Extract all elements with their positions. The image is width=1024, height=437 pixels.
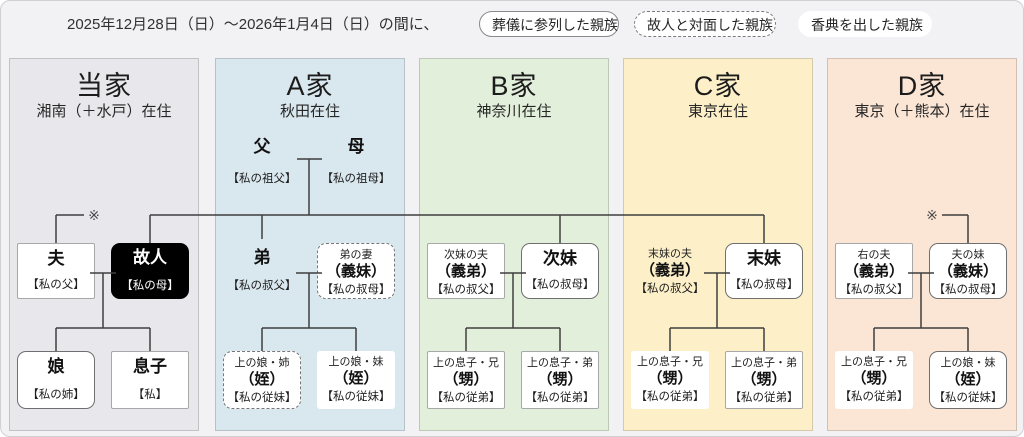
person-relation-label: 【私の叔母】 — [933, 283, 1003, 296]
person-a-parent-right: 母 — [347, 137, 365, 156]
legend-chip-gave-kouden: 香典を出した親族 — [798, 11, 932, 37]
person-name: 夫 — [47, 249, 65, 268]
person-a-parent-left: 父 — [253, 137, 271, 156]
person-relation-label: 【私の従妹】 — [227, 391, 297, 404]
continuation-marker-d: ※ — [926, 207, 938, 223]
family-residence: 湘南（＋水戸）在住 — [36, 103, 172, 120]
family-residence: 東京在住 — [687, 103, 748, 120]
person-name: 息子 — [133, 357, 167, 376]
person-b-couple-left: 次妹の夫（義弟） 【私の叔父】 — [427, 243, 505, 299]
person-relation-label: 【私の従妹】 — [321, 390, 391, 403]
person-relation-label: 【私の叔母】 — [729, 279, 799, 291]
family-residence: 東京（＋熊本）在住 — [854, 103, 990, 120]
person-name: （義弟） — [639, 261, 700, 279]
person-name: 上の娘・妹 — [940, 357, 996, 369]
person-c-child-2: 上の息子・弟（甥） 【私の従弟】 — [725, 351, 803, 409]
person-c-couple-right: 末妹【私の叔母】 — [725, 243, 803, 299]
person-name: （姪） — [945, 370, 991, 388]
person-touke-couple-right: 故人【私の母】 — [111, 243, 189, 299]
legend-chip-met-deceased: 故人と対面した親族 — [634, 11, 776, 37]
person-name: 上の息子・兄 — [841, 356, 907, 368]
person-relation-label: 【私】 — [132, 389, 168, 401]
person-a-child-1: 上の娘・姉（姪） 【私の従妹】 — [223, 351, 301, 409]
person-relation-label: 【私の姉】 — [27, 389, 85, 401]
person-name: （甥） — [647, 369, 693, 387]
person-name: 右の夫 — [857, 249, 891, 261]
person-name: 末妹 — [747, 249, 781, 268]
person-d-couple-right: 夫の妹（義妹） 【私の叔母】 — [929, 243, 1007, 299]
person-name: （姪） — [239, 370, 285, 388]
person-name: 末妹の夫 — [648, 248, 692, 260]
person-relation-label: 【私の叔父】 — [431, 283, 501, 296]
person-name: 上の息子・弟 — [731, 357, 797, 369]
date-range-text: 2025年12月28日（日）～2026年1月4日（日）の間に、 — [67, 16, 439, 33]
person-name: 上の娘・姉 — [234, 357, 290, 369]
family-residence: 神奈川在住 — [476, 103, 552, 120]
person-relation-label: 【私の従弟】 — [839, 390, 909, 403]
person-name: 上の息子・弟 — [527, 357, 593, 369]
legend-chip-attended-funeral: 葬儀に参列した親族 — [479, 11, 619, 37]
person-name: 弟の妻 — [339, 249, 373, 261]
family-name: C家 — [693, 71, 743, 101]
person-name: 夫の妹 — [951, 249, 985, 261]
person-c-couple-left: 末妹の夫（義弟） 【私の叔父】 — [631, 243, 709, 299]
person-name: 次妹の夫 — [444, 249, 488, 261]
person-name: 次妹 — [543, 249, 577, 268]
person-name: 上の息子・兄 — [433, 357, 499, 369]
person-relation-label: 【私の叔母】 — [525, 279, 595, 291]
person-d-child-2: 上の娘・妹（姪） 【私の従妹】 — [929, 351, 1007, 409]
person-relation-label: 【私の従弟】 — [525, 391, 595, 404]
person-relation-label: 【私の母】 — [121, 280, 179, 292]
person-name: 弟 — [253, 248, 271, 267]
person-name: （義妹） — [325, 262, 386, 280]
person-name: 上の息子・兄 — [637, 356, 703, 368]
person-relation-label: 【私の叔父】 — [227, 280, 297, 292]
family-name: D家 — [897, 71, 947, 101]
person-relation-label: 【私の従弟】 — [431, 391, 501, 404]
family-name: A家 — [286, 71, 334, 101]
person-name: 上の娘・妹 — [328, 356, 384, 368]
person-name: （甥） — [741, 370, 787, 388]
person-d-child-1: 上の息子・兄（甥） 【私の従弟】 — [835, 351, 913, 409]
person-b-child-2: 上の息子・弟（甥） 【私の従弟】 — [521, 351, 599, 409]
family-name: 当家 — [76, 71, 132, 101]
person-relation-label: 【私の叔母】 — [321, 283, 391, 296]
person-name: （義妹） — [937, 262, 998, 280]
person-touke-child-1: 娘【私の姉】 — [17, 351, 95, 409]
person-name: （姪） — [333, 369, 379, 387]
person-a-couple-right: 弟の妻（義妹） 【私の叔母】 — [317, 243, 395, 299]
family-residence: 秋田在住 — [279, 103, 340, 120]
person-relation-label: 【私の従弟】 — [635, 390, 705, 403]
person-relation-label: 【私の従妹】 — [933, 391, 1003, 404]
person-relation-label: 【私の叔父】 — [635, 282, 705, 295]
person-relation-label: 【私の祖母】 — [321, 173, 391, 185]
person-relation-label: 【私の父】 — [27, 279, 85, 291]
family-name: B家 — [490, 71, 538, 101]
person-name: 故人 — [133, 248, 167, 267]
person-relation-label: 【私の叔父】 — [839, 283, 909, 296]
person-d-couple-left: 右の夫（義弟） 【私の叔父】 — [835, 243, 913, 299]
person-name: （義弟） — [843, 262, 904, 280]
person-touke-couple-left: 夫【私の父】 — [17, 243, 95, 299]
person-name: （義弟） — [435, 262, 496, 280]
person-name: （甥） — [851, 369, 897, 387]
person-b-couple-right: 次妹【私の叔母】 — [521, 243, 599, 299]
person-c-child-1: 上の息子・兄（甥） 【私の従弟】 — [631, 351, 709, 409]
person-a-couple-left: 弟【私の叔父】 — [223, 243, 301, 299]
person-a-child-2: 上の娘・妹（姪） 【私の従妹】 — [317, 351, 395, 409]
continuation-marker-touke: ※ — [88, 207, 100, 223]
person-b-child-1: 上の息子・兄（甥） 【私の従弟】 — [427, 351, 505, 409]
person-relation-label: 【私の従弟】 — [729, 391, 799, 404]
person-name: （甥） — [443, 370, 489, 388]
person-name: 娘 — [47, 357, 65, 376]
person-relation-label: 【私の祖父】 — [227, 173, 297, 185]
person-name: （甥） — [537, 370, 583, 388]
person-touke-child-2: 息子【私】 — [111, 351, 189, 409]
